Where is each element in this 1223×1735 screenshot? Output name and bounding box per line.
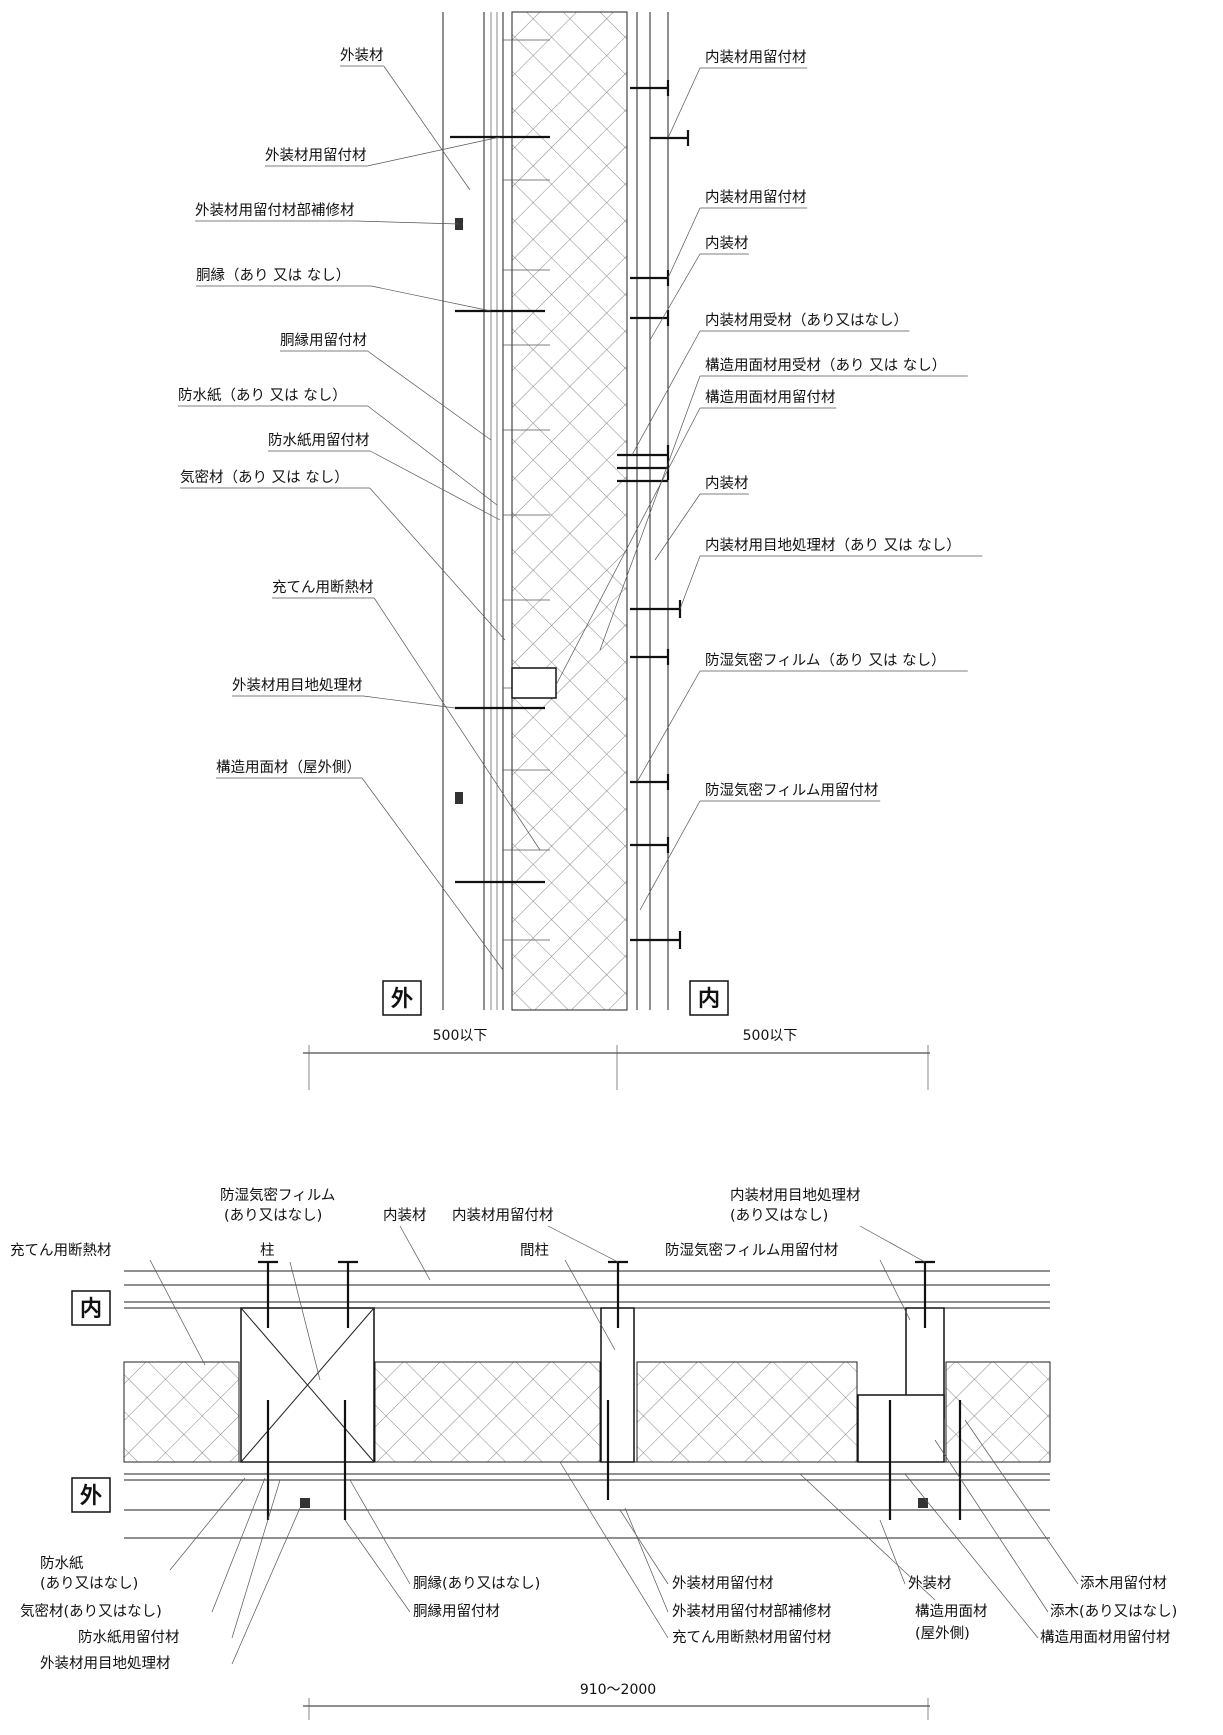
leader-a-left-8 [373,597,541,851]
insulation-b-4 [945,1361,1051,1463]
leader-a-right-8 [636,670,701,783]
label-a-right-1: 内装材用留付材 [705,189,807,206]
leader-a-left-5 [367,405,498,506]
label-interior-b: 内装材 [383,1207,427,1224]
leader-a-left-7 [369,487,506,641]
label-a-left-4: 胴縁用留付材 [280,332,367,349]
exterior-fasteners [442,133,550,886]
leader-a-right-2 [649,253,701,341]
leader-a-left-9 [363,695,456,709]
label-a-right-0: 内装材用留付材 [705,49,807,66]
inner-side-label-b: 内 [80,1297,102,1322]
leader-a-left-2 [355,220,460,225]
label-insulation-b: 充てん用断熱材 [10,1242,112,1259]
dimension-right: 500以下 [743,1028,798,1044]
leader-a-left-6 [370,450,501,521]
inner-side-box-b [71,1290,111,1326]
label-a-left-10: 構造用面材（屋外側） [216,759,361,776]
label-filler-fastener-b: 添木用留付材 [1080,1575,1167,1592]
label-a-left-5: 防水紙（あり 又は なし） [178,387,347,404]
label-joint-b-2: (あり又はなし) [730,1207,828,1224]
label-a-left-9: 外装材用目地処理材 [232,677,363,694]
label-joint-b-1: 内装材用目地処理材 [730,1187,861,1204]
label-waterproof-fastener-b: 防水紙用留付材 [78,1629,180,1646]
insulation-b-2 [374,1361,601,1463]
joint-mark-2 [918,1498,928,1508]
label-a-right-3: 内装材用受材（あり又はなし） [705,312,908,329]
label-a-right-2: 内装材 [705,235,749,252]
label-panel-fastener-b: 構造用面材用留付材 [1040,1629,1171,1646]
leader-a-right-5 [555,407,701,686]
leader-a-right-6 [654,493,701,561]
leader-a-right-0 [667,67,701,139]
section-b: 内 外 910～2000 充てん用断熱材 防湿気密フィルム (あり又はなし) 柱… [10,1187,1177,1720]
label-ext-repair-b: 外装材用留付材部補修材 [672,1603,832,1620]
label-a-left-8: 充てん用断熱材 [272,579,374,596]
inner-side-box [689,980,729,1016]
leader-a-right-3 [631,330,701,456]
label-a-right-7: 内装材用目地処理材（あり 又は なし） [705,537,961,554]
label-a-right-8: 防湿気密フィルム（あり 又は なし） [705,652,946,669]
leader-a-right-4 [599,375,701,651]
label-film-b-1: 防湿気密フィルム [220,1187,335,1204]
leader-a-right-1 [667,207,701,279]
label-filler-b: 添木(あり又はなし) [1050,1603,1177,1620]
section-a: 外 内 500以下 500以下 外装材外装材用留付材外装材用留付材部補修材胴縁（… [178,11,983,1090]
label-stud: 間柱 [520,1242,549,1259]
insulation-b-1 [123,1361,240,1463]
label-a-right-6: 内装材 [705,475,749,492]
outer-side-label-b: 外 [80,1483,102,1509]
label-film-b-2: (あり又はなし) [224,1207,322,1224]
label-a-right-5: 構造用面材用留付材 [705,389,836,406]
label-interior-fastener-b: 内装材用留付材 [452,1207,554,1224]
joint-mark-1 [300,1498,310,1508]
repair-mark-2 [455,792,463,804]
section-a-leaders [178,65,983,971]
insulation-hatch [511,11,628,1011]
leader-a-left-10 [361,777,504,971]
label-film-fastener-b: 防湿気密フィルム用留付材 [665,1242,838,1259]
label-post: 柱 [260,1242,275,1259]
leader-a-right-7 [679,555,701,610]
label-batten-b: 胴縁(あり又はなし) [413,1575,540,1592]
receiver-block [511,667,557,699]
label-a-left-7: 気密材（あり 又は なし） [180,469,349,486]
dimension-left: 500以下 [433,1028,488,1044]
leader-a-left-4 [367,350,492,441]
label-a-left-2: 外装材用留付材部補修材 [195,202,355,219]
outer-side-box [382,980,422,1016]
label-a-right-9: 防湿気密フィルム用留付材 [705,782,878,799]
label-exterior-b: 外装材 [908,1575,952,1592]
label-ext-fastener-b: 外装材用留付材 [672,1575,774,1592]
label-ins-fastener-b: 充てん用断熱材用留付材 [672,1629,832,1646]
label-a-left-3: 胴縁（あり 又は なし） [196,267,350,284]
label-panel-b-2: (屋外側) [915,1625,970,1642]
label-waterproof-b-2: (あり又はなし) [40,1575,138,1592]
label-a-right-4: 構造用面材用受材（あり 又は なし） [705,357,946,374]
leader-a-left-3 [371,285,492,312]
leader-a-left-1 [367,136,501,167]
label-panel-b-1: 構造用面材 [915,1603,988,1620]
outer-side-label: 外 [391,986,413,1012]
label-batten-fastener-b: 胴縁用留付材 [413,1603,500,1620]
outer-side-box-b [71,1477,111,1513]
leader-a-right-9 [639,800,701,911]
label-a-left-6: 防水紙用留付材 [268,432,370,449]
label-airtight-b: 気密材(あり又はなし) [20,1603,162,1620]
dimension-b: 910～2000 [580,1682,656,1698]
stud [600,1307,635,1463]
label-a-left-1: 外装材用留付材 [265,147,367,164]
leader-a-left-0 [383,65,471,191]
label-waterproof-b-1: 防水紙 [40,1555,84,1572]
inner-side-label: 内 [698,987,720,1012]
label-joint-treatment-b: 外装材用目地処理材 [40,1655,171,1672]
label-a-left-0: 外装材 [340,47,384,64]
insulation-b-3 [636,1361,858,1463]
interior-fasteners [617,80,690,949]
section-b-leaders [149,1225,1079,1665]
filler-block [857,1394,945,1463]
